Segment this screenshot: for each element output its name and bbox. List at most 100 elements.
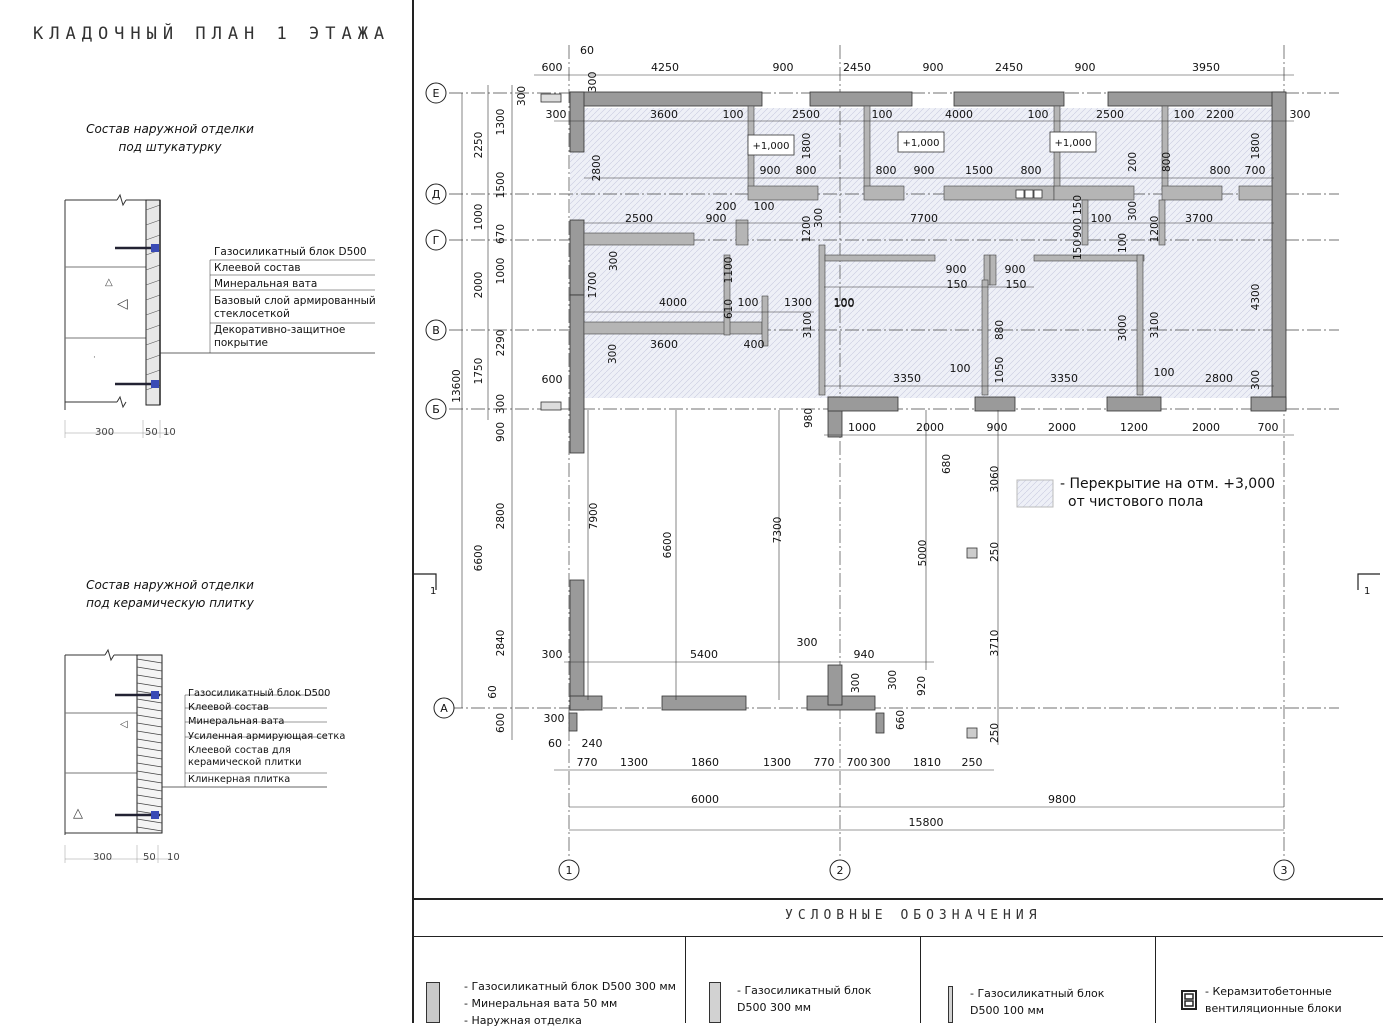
- misc-dim-8: 300: [797, 636, 818, 649]
- detail2-dim-3: 10: [167, 852, 180, 863]
- row1-dim-8: 2500: [1096, 108, 1124, 121]
- detail1-layer-3: Минеральная вата: [214, 278, 318, 290]
- misc-dim-5: 240: [582, 737, 603, 750]
- vdim-2: 1800: [1250, 133, 1262, 160]
- vdim-24: 920: [916, 676, 928, 696]
- legend-item-2-line-2: D500 300 мм: [737, 1001, 812, 1014]
- top-dim-6: 2450: [843, 61, 871, 74]
- row1-dim-9: 100: [1174, 108, 1195, 121]
- frame-divider-horizontal: [412, 898, 1383, 900]
- row1-dim-7: 100: [1028, 108, 1049, 121]
- row1-dim-11: 300: [1290, 108, 1311, 121]
- ventilation-block-icon: [1181, 990, 1197, 1010]
- row1-dim-1: 300: [546, 108, 567, 121]
- axis-row-6: А: [440, 702, 448, 715]
- axis-row-1: Е: [433, 87, 440, 100]
- below-dim-6: 2000: [1192, 421, 1220, 434]
- row3-dim-3: 200: [716, 200, 737, 213]
- detail2-layers: Газосиликатный блок D500 Клеевой состав …: [188, 688, 345, 786]
- left-dim-19: 60: [487, 685, 499, 698]
- left-dim-10: 1700: [587, 272, 599, 299]
- section-mark-left: 1: [430, 586, 436, 597]
- detail2-layer-2: Клеевой состав: [188, 702, 269, 713]
- row5-dim-2: 150: [947, 278, 968, 291]
- below-dim-7: 700: [1258, 421, 1279, 434]
- vdim-27: 300: [887, 670, 899, 690]
- svg-text:△: △: [73, 806, 83, 821]
- vdim-37: 300: [608, 251, 620, 271]
- vdim-32: 150: [1072, 240, 1084, 260]
- row1-dim-2: 3600: [650, 108, 678, 121]
- vdim-28: 200: [1127, 152, 1139, 172]
- legend-divider-top: [414, 936, 1383, 937]
- row2-dim-8: 700: [1245, 164, 1266, 177]
- slab-legend-text-1: - Перекрытие на отм. +3,000: [1060, 476, 1275, 492]
- left-dim-13: 13600: [451, 369, 463, 402]
- left-dim-1: 300: [516, 86, 528, 106]
- bottom-dim2-1: 6000: [691, 793, 719, 806]
- left-dim-16: 2800: [495, 503, 507, 530]
- below-dim-1: 1000: [848, 421, 876, 434]
- svg-text:·: ·: [93, 353, 96, 363]
- left-dim-7: 670: [495, 224, 507, 244]
- bottom-dim-7: 300: [870, 756, 891, 769]
- detail1-dim-1: 300: [95, 427, 114, 438]
- row4-dim-5: 3600: [650, 338, 678, 351]
- row1-dim-3: 100: [723, 108, 744, 121]
- detail1-layer-2: Клеевой состав: [214, 262, 301, 274]
- legend-item-1-line-1: - Газосиликатный блок D500 300 мм: [464, 980, 676, 993]
- axis-row-5: Б: [432, 403, 440, 416]
- legend-item-4: - Керамзитобетонные вентиляционные блоки: [1205, 983, 1342, 1017]
- vdim-21: 250: [989, 542, 1001, 562]
- legend-divider-2: [920, 936, 921, 1023]
- misc-dim-14: 100: [834, 297, 855, 310]
- row6-dim-2: 100: [950, 362, 971, 375]
- row3-dim-2: 900: [706, 212, 727, 225]
- top-dim-8: 2450: [995, 61, 1023, 74]
- svg-text:◁: ◁: [117, 296, 128, 312]
- legend-divider-3: [1155, 936, 1156, 1023]
- detail1-dim-2: 50: [145, 427, 158, 438]
- left-dim-17: 6600: [473, 545, 485, 572]
- vdim-30: 150: [1072, 195, 1084, 215]
- detail1-title: Состав наружной отделки под штукатурку: [80, 122, 260, 154]
- row6-dim-1: 3350: [893, 372, 921, 385]
- legend-item-3-line-1: - Газосиликатный блок: [970, 987, 1105, 1000]
- vdim-22: 3710: [989, 630, 1001, 657]
- bottom-dim-8: 1810: [913, 756, 941, 769]
- detail1-title-line2: под штукатурку: [118, 140, 222, 154]
- legend-item-4-line-1: - Керамзитобетонные: [1205, 985, 1332, 998]
- vdim-20: 5000: [917, 540, 929, 567]
- vdim-18: 6600: [662, 532, 674, 559]
- vdim-4: 1200: [1149, 216, 1161, 243]
- detail2-dim-2: 50: [143, 852, 156, 863]
- vdim-7: 3100: [802, 312, 814, 339]
- detail2-layer-3: Минеральная вата: [188, 716, 285, 727]
- row6-dim-3: 3350: [1050, 372, 1078, 385]
- row2-dim-6: 800: [1021, 164, 1042, 177]
- row4-dim-1: 4000: [659, 296, 687, 309]
- left-dim-2: 1300: [495, 109, 507, 136]
- row1-dim-10: 2200: [1206, 108, 1234, 121]
- left-dim-9: 2000: [473, 272, 485, 299]
- misc-dim-3: 300: [544, 712, 565, 725]
- row5-dim-4: 150: [1006, 278, 1027, 291]
- row2-dim-5: 1500: [965, 164, 993, 177]
- axis-col-2: 2: [837, 864, 844, 877]
- detail2-layer-5: Клеевой состав для: [188, 745, 291, 756]
- left-dim-6: 1000: [473, 204, 485, 231]
- vdim-33: 100: [1117, 233, 1129, 253]
- vdim-15: 680: [941, 454, 953, 474]
- vdim-1: 1800: [801, 133, 813, 160]
- top-dim-9: 900: [1075, 61, 1096, 74]
- detail1-layer-1: Газосиликатный блок D500: [214, 246, 367, 258]
- row3-dim-1: 2500: [625, 212, 653, 225]
- vdim-26: 300: [850, 673, 862, 693]
- bottom-dim-9: 250: [962, 756, 983, 769]
- page-title: КЛАДОЧНЫЙ ПЛАН 1 ЭТАЖА: [33, 24, 391, 44]
- detail2-dim-1: 300: [93, 852, 112, 863]
- vdim-14: 980: [803, 408, 815, 428]
- legend-item-2-line-1: - Газосиликатный блок: [737, 984, 872, 997]
- top-dim-3: 300: [586, 72, 599, 93]
- row2-dim-3: 800: [876, 164, 897, 177]
